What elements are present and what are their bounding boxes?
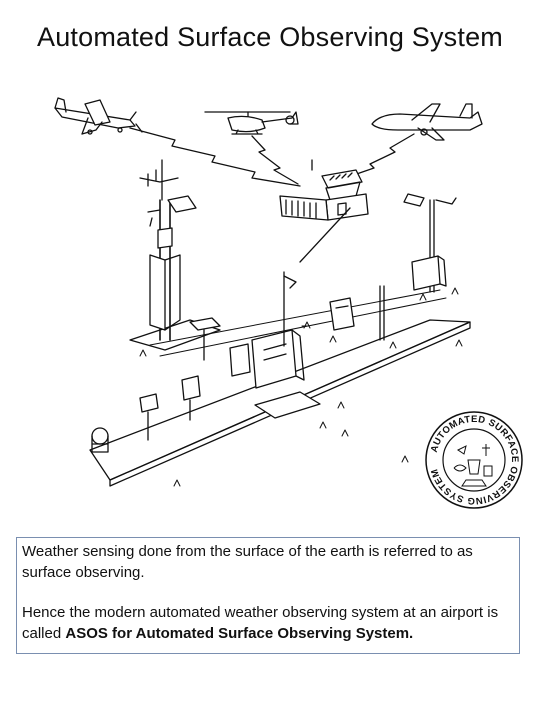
station-platform — [89, 289, 471, 487]
caption-box: Weather sensing done from the surface of… — [16, 537, 520, 654]
wind-sensor-tower-icon — [139, 159, 197, 341]
jet-airliner-icon — [371, 103, 483, 141]
equipment-cabinet-icon — [229, 271, 355, 389]
asos-seal-logo: AUTOMATED SURFACE OBSERVING SYSTEM — [425, 411, 523, 509]
radio-link-lines — [129, 127, 415, 187]
asos-station-illustration — [54, 97, 483, 487]
page-title: Automated Surface Observing System — [36, 22, 503, 52]
sensor-posts — [91, 317, 221, 453]
light-airplane-icon — [54, 97, 143, 135]
grass-tufts — [139, 287, 463, 487]
helicopter-icon — [204, 111, 299, 135]
right-sensor-mast-icon — [379, 193, 457, 341]
control-tower-icon — [279, 159, 369, 263]
caption-paragraph-2-text: Hence the modern automated weather obser… — [22, 604, 499, 642]
caption-paragraph-1: Weather sensing done from the surface of… — [22, 543, 473, 581]
caption-paragraph-2: Hence the modern automated weather obser… — [22, 603, 519, 644]
caption-asos-definition: ASOS for Automated Surface Observing Sys… — [65, 624, 414, 642]
